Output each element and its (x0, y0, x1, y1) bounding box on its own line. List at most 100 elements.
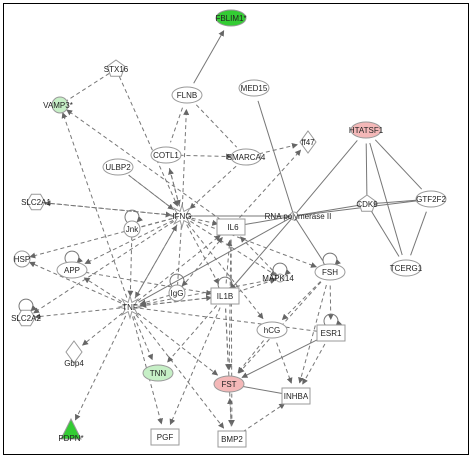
node-pgf[interactable]: PGF (150, 428, 180, 446)
node-label-gtf2f2: GTF2F2 (416, 195, 446, 204)
node-label-cdk9: CDK9 (356, 200, 378, 209)
node-label-hsp: HSP (14, 255, 30, 264)
edge-IFNG-IL1B (186, 224, 220, 285)
self-loop-SLC2A2 (18, 298, 37, 312)
node-label-smarca4: SMARCA4 (227, 153, 266, 162)
edge-CDK9-GTF2F2 (375, 199, 418, 204)
node-label-app: APP (64, 266, 80, 275)
node-label-bmp2: BMP2 (221, 435, 243, 444)
node-label-igg: IgG (171, 289, 184, 298)
node-tnn[interactable]: TNN (142, 364, 174, 382)
edge-FLNB-SMARCA4 (195, 104, 238, 148)
node-rnapol[interactable]: RNA polymerase II (265, 211, 332, 221)
edge-ESR1-INHBA (302, 343, 326, 385)
edge-RNAPOL-TNF (138, 217, 292, 303)
node-label-tnn: TNN (150, 369, 167, 378)
edge-FST-INHBA (242, 385, 284, 395)
node-label-vamp3: VAMP3* (43, 101, 73, 110)
node-pdpn[interactable]: PDPN* (58, 417, 84, 443)
edge-IFNG-APP (84, 219, 174, 265)
node-shape-hsp (13, 250, 31, 268)
node-fblim1[interactable]: FBLIM1* (215, 9, 247, 27)
node-label-inhba: INHBA (284, 392, 309, 401)
node-stx16[interactable]: STX16 (104, 59, 129, 77)
edge-HTATSF1-TCERG1 (369, 142, 403, 256)
edge-IFNG-IgG (177, 225, 182, 286)
node-vamp3[interactable]: VAMP3* (43, 96, 73, 114)
node-shape-vamp3 (51, 96, 69, 114)
node-shape-med15 (238, 79, 270, 97)
node-cdk9[interactable]: CDK9 (356, 194, 378, 212)
edge-APP-IL1B (85, 271, 213, 296)
edge-HTATSF1-RNAPOL (295, 140, 358, 214)
node-slc2a2[interactable]: SLC2A2 (11, 309, 41, 327)
node-il1b[interactable]: IL1B (210, 287, 240, 305)
node-ifng[interactable]: IFNG (169, 203, 195, 229)
node-shape-ifng (169, 203, 195, 229)
node-ulbp2[interactable]: ULBP2 (102, 158, 134, 176)
node-jnk[interactable]: Jnk (123, 220, 141, 238)
node-hsp[interactable]: HSP (13, 250, 31, 268)
edge-hCG-INHBA (276, 342, 293, 384)
edge-IFNG-ULBP2 (128, 174, 175, 211)
edge-COTL1-SMARCA4 (179, 153, 233, 160)
node-gtf2f2[interactable]: GTF2F2 (415, 190, 447, 208)
node-hcg[interactable]: hCG (256, 321, 288, 339)
node-fsh[interactable]: FSH (314, 263, 346, 281)
node-shape-gtf2f2 (415, 190, 447, 208)
edge-FLNB-FBLIM1 (193, 30, 225, 84)
node-label-fst: FST (221, 380, 236, 389)
node-shape-esr1 (316, 324, 346, 342)
node-shape-mapk14 (275, 273, 285, 283)
node-gbp4[interactable]: Gbp4 (64, 340, 84, 368)
self-loop-Jnk (124, 209, 143, 223)
node-shape-tnn (142, 364, 174, 382)
node-app[interactable]: APP (56, 261, 88, 279)
node-shape-htatsf1 (350, 121, 382, 139)
node-shape-cdk9 (357, 194, 377, 212)
node-med15[interactable]: MED15 (238, 79, 270, 97)
node-tcerg1[interactable]: TCERG1 (390, 259, 423, 277)
edge-RNAPOL-FSH (295, 218, 324, 261)
node-tnf[interactable]: TNF (117, 294, 143, 320)
node-label-fsh: FSH (322, 268, 338, 277)
node-shape-stx16 (106, 59, 126, 77)
node-esr1[interactable]: ESR1 (316, 324, 346, 342)
node-mapk14[interactable]: MAPK14 (262, 273, 294, 283)
node-label-tnf: TNF (122, 303, 138, 312)
node-label-med15: MED15 (241, 84, 268, 93)
node-flnb[interactable]: FLNB (171, 86, 203, 104)
node-igg[interactable]: IgG (168, 284, 186, 302)
node-ff47[interactable]: ff47 (299, 130, 317, 154)
node-slc2a1[interactable]: SLC2A1 (21, 193, 51, 211)
edge-IL1B-TNN (167, 305, 218, 363)
edge-RNAPOL-IL6 (243, 216, 291, 226)
node-shape-ulbp2 (102, 158, 134, 176)
node-shape-slc2a2 (16, 309, 36, 327)
edge-STX16-VAMP3 (65, 72, 110, 102)
node-htatsf1[interactable]: HTATSF1 (349, 121, 384, 139)
edge-Jnk-TNF (127, 236, 134, 297)
self-loop-ESR1 (323, 313, 342, 327)
edge-SMARCA4-IFNG (189, 165, 237, 210)
node-shape-smarca4 (230, 148, 262, 166)
node-il6[interactable]: IL6 (216, 218, 246, 236)
self-loop-APP (64, 250, 83, 264)
node-shape-il6 (216, 218, 246, 236)
self-loops-layer (18, 209, 342, 327)
edge-IFNG-MAPK14 (190, 220, 277, 276)
node-shape-slc2a1 (26, 193, 46, 211)
edge-TNF-PGF (132, 316, 163, 425)
diagram-frame (3, 3, 469, 455)
node-shape-pgf (150, 428, 180, 446)
node-smarca4[interactable]: SMARCA4 (227, 148, 266, 166)
node-fst[interactable]: FST (213, 375, 245, 393)
self-loop-FSH (322, 252, 341, 266)
node-bmp2[interactable]: BMP2 (217, 430, 247, 448)
edge-TNF-APP (83, 277, 122, 303)
node-shape-inhba (281, 387, 311, 405)
node-label-mapk14: MAPK14 (262, 274, 294, 283)
node-cotl1[interactable]: COTL1 (150, 146, 182, 164)
node-inhba[interactable]: INHBA (281, 387, 311, 405)
